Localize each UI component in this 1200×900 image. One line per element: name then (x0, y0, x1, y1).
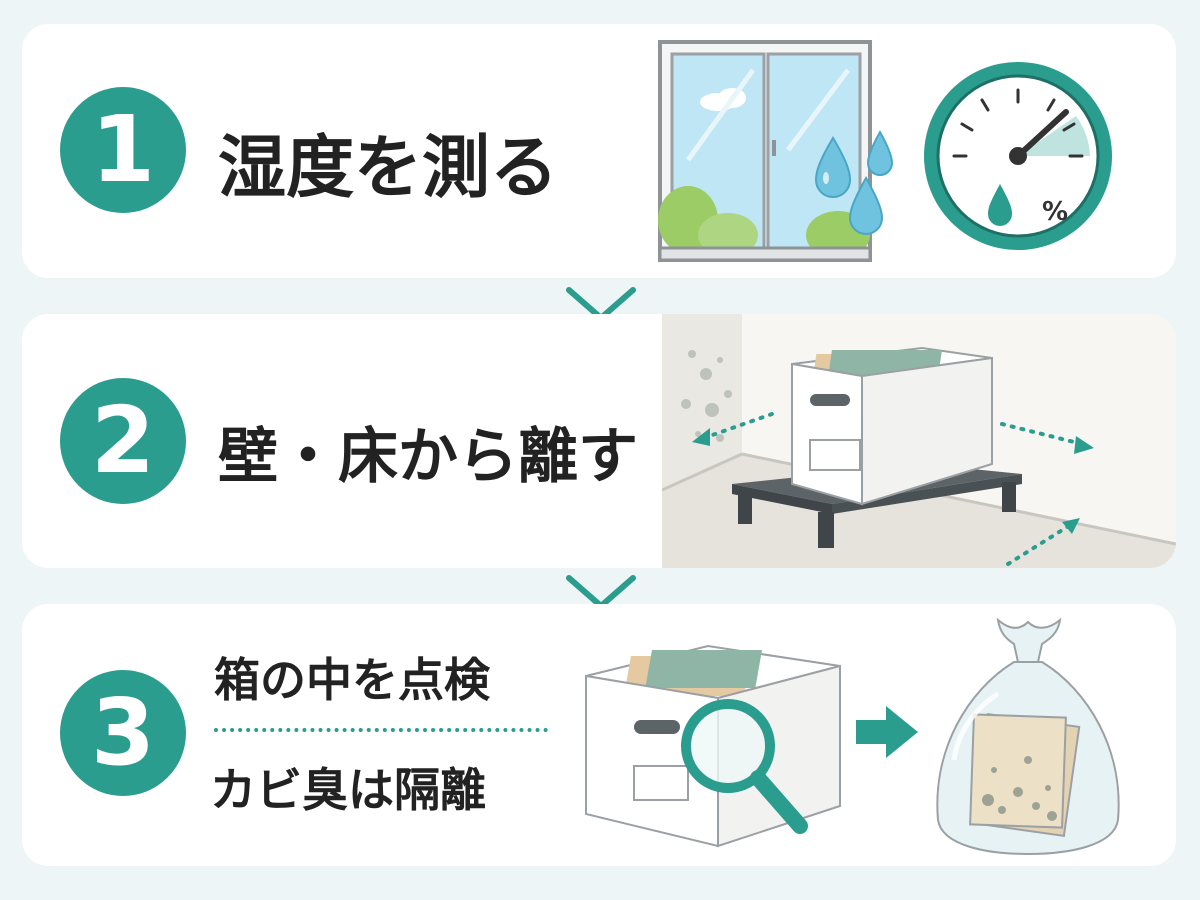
step-3-card: 3 箱の中を点検 カビ臭は隔離 (22, 604, 1176, 866)
title-divider (214, 728, 548, 732)
hygrometer-icon: % (924, 62, 1112, 250)
gauge-percent-label: % (1042, 197, 1068, 227)
moldy-papers-icon (969, 713, 1081, 837)
magnifier-icon (681, 699, 808, 834)
storage-box-icon (791, 346, 993, 506)
step-2-number-badge: 2 (60, 378, 186, 504)
plastic-bag-icon (936, 617, 1120, 856)
step-2-card: 2 壁・床から離す (22, 314, 1176, 568)
storage-box-icon (585, 644, 841, 848)
water-drop-icon (814, 129, 894, 235)
step-3-number-badge: 3 (60, 670, 186, 796)
step-1-title: 湿度を測る (218, 129, 559, 208)
step-1-number-badge: 1 (60, 87, 186, 213)
step-3-title-line-2: カビ臭は隔離 (210, 763, 486, 817)
right-arrow-icon (856, 706, 918, 758)
step-2-title: 壁・床から離す (218, 422, 638, 492)
step-3-title-line-1: 箱の中を点検 (214, 653, 490, 707)
window-icon (658, 40, 872, 262)
room-scene-illustration (662, 314, 1176, 568)
step-1-card: 1 湿度を測る (22, 24, 1176, 278)
spacing-arrow-icon (702, 412, 1084, 566)
